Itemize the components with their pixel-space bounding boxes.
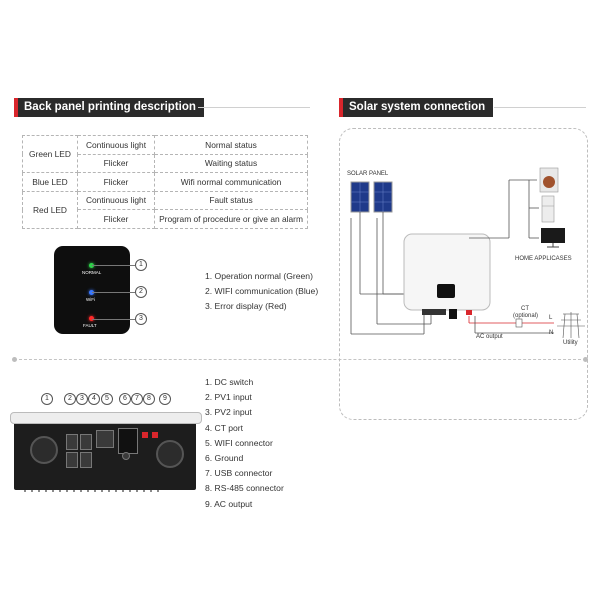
- pv2-connector-icon: [80, 452, 92, 468]
- ac-output-label: AC output: [476, 334, 503, 340]
- solar-panel-icon: [350, 181, 393, 213]
- port-callout-9: 9: [159, 393, 171, 405]
- callout-2: 2: [135, 286, 147, 298]
- list-item: 7. USB connector: [205, 468, 273, 479]
- list-item: 3. Error display (Red): [205, 301, 287, 312]
- led-description-table: Green LED Continuous light Normal status…: [22, 135, 308, 229]
- utility-grid-icon: [557, 312, 585, 339]
- callout-3: 3: [135, 313, 147, 325]
- inverter-icon: [403, 233, 491, 319]
- table-cell-state: Flicker: [77, 172, 155, 192]
- callout-leader: [92, 265, 135, 266]
- header-accent-bar: [14, 98, 18, 117]
- green-led-icon: [89, 263, 94, 268]
- panel-label-fault: FAULT: [83, 323, 97, 328]
- indicator-list: 1. Operation normal (Green) 2. WIFI comm…: [205, 269, 318, 315]
- system-diagram-svg: [350, 167, 585, 339]
- list-item: 9. AC output: [205, 498, 253, 509]
- callout-1: 1: [135, 259, 147, 271]
- red-led-icon: [89, 316, 94, 321]
- list-item: 4. CT port: [205, 422, 244, 433]
- table-cell-led: Green LED: [22, 135, 78, 173]
- ct-optional-label: (optional): [513, 313, 539, 319]
- divider-dot: [583, 357, 588, 362]
- list-item: 5. WIFI connector: [205, 437, 273, 448]
- table-cell-state: Flicker: [77, 153, 155, 173]
- callout-leader: [92, 292, 135, 293]
- television-icon: [541, 228, 565, 248]
- utility-label: Utility: [563, 340, 578, 346]
- port-callout-5: 5: [101, 393, 113, 405]
- section-header-solar-system: Solar system connection: [339, 98, 494, 117]
- port-callout-3: 3: [76, 393, 88, 405]
- inverter-top-cap: [10, 412, 202, 424]
- list-item: 6. Ground: [205, 453, 244, 464]
- table-cell-led: Blue LED: [22, 172, 78, 192]
- pv1-connector-icon: [66, 452, 78, 468]
- rs485-connector-icon: [152, 432, 158, 438]
- list-item: 3. PV2 input: [205, 407, 252, 418]
- refrigerator-icon: [541, 195, 555, 223]
- port-callout-8: 8: [143, 393, 155, 405]
- list-item: 1. DC switch: [205, 377, 254, 387]
- inverter-bottom-view: [10, 412, 202, 490]
- table-cell-state: Flicker: [77, 209, 155, 229]
- callout-leader: [92, 319, 135, 320]
- list-item: 8. RS-485 connector: [205, 483, 284, 494]
- table-row: Blue LED Flicker Wifi normal communicati…: [22, 172, 308, 192]
- system-diagram-frame: [339, 128, 588, 420]
- header-rule: [198, 107, 310, 108]
- port-list: 1. DC switch 2. PV1 input 3. PV2 input 4…: [205, 375, 284, 512]
- table-cell-meaning: Waiting status: [154, 153, 308, 173]
- section-title: Back panel printing description: [18, 98, 204, 117]
- pv1-connector-icon: [66, 434, 78, 450]
- section-divider: [12, 357, 588, 362]
- washing-machine-icon: [539, 167, 559, 193]
- port-callout-4: 4: [88, 393, 100, 405]
- line-l-label: L: [549, 315, 553, 321]
- usb-connector-icon: [142, 432, 148, 438]
- table-cell-led: Red LED: [22, 190, 78, 229]
- table-cell-state: Continuous light: [77, 135, 155, 155]
- table-cell-state: Continuous light: [77, 190, 155, 210]
- ac-output-icon: [156, 440, 184, 468]
- table-cell-meaning: Fault status: [154, 190, 308, 210]
- ground-icon: [122, 452, 130, 460]
- table-row: Green LED Continuous light Normal status: [22, 135, 308, 173]
- list-item: 2. WIFI communication (Blue): [205, 286, 319, 297]
- line-n-label: N: [549, 330, 554, 336]
- port-callout-6: 6: [119, 393, 131, 405]
- led-panel-device: NORMAL WiFi FAULT: [54, 246, 130, 334]
- home-appliances-label: HOME APPLICASES: [515, 256, 572, 262]
- panel-label-wifi: WiFi: [86, 297, 95, 302]
- port-callout-2: 2: [64, 393, 76, 405]
- ct-label: CT: [521, 306, 529, 312]
- header-rule: [494, 107, 586, 108]
- dc-switch-icon: [30, 436, 58, 464]
- ct-port-icon: [96, 430, 114, 448]
- solar-panel-label: SOLAR PANEL: [347, 171, 389, 177]
- section-header-back-panel: Back panel printing description: [14, 98, 204, 117]
- divider-dot: [12, 357, 17, 362]
- list-item: 1. Operation normal (Green): [205, 271, 313, 281]
- blue-led-icon: [89, 290, 94, 295]
- wifi-connector-icon: [118, 428, 138, 454]
- ct-sensor-icon: [515, 318, 523, 328]
- table-row: Flicker Waiting status: [23, 153, 308, 173]
- list-item: 2. PV1 input: [205, 392, 252, 403]
- table-cell-meaning: Wifi normal communication: [154, 172, 308, 192]
- table-cell-meaning: Normal status: [154, 135, 308, 155]
- table-row: Red LED Continuous light Fault status: [22, 190, 308, 229]
- pv2-connector-icon: [80, 434, 92, 450]
- panel-label-normal: NORMAL: [82, 270, 102, 275]
- header-accent-bar: [339, 98, 343, 117]
- table-cell-meaning: Program of procedure or give an alarm: [154, 209, 308, 229]
- section-title: Solar system connection: [343, 98, 494, 117]
- table-row: Flicker Program of procedure or give an …: [23, 209, 308, 229]
- port-callout-7: 7: [131, 393, 143, 405]
- port-callout-1: 1: [41, 393, 53, 405]
